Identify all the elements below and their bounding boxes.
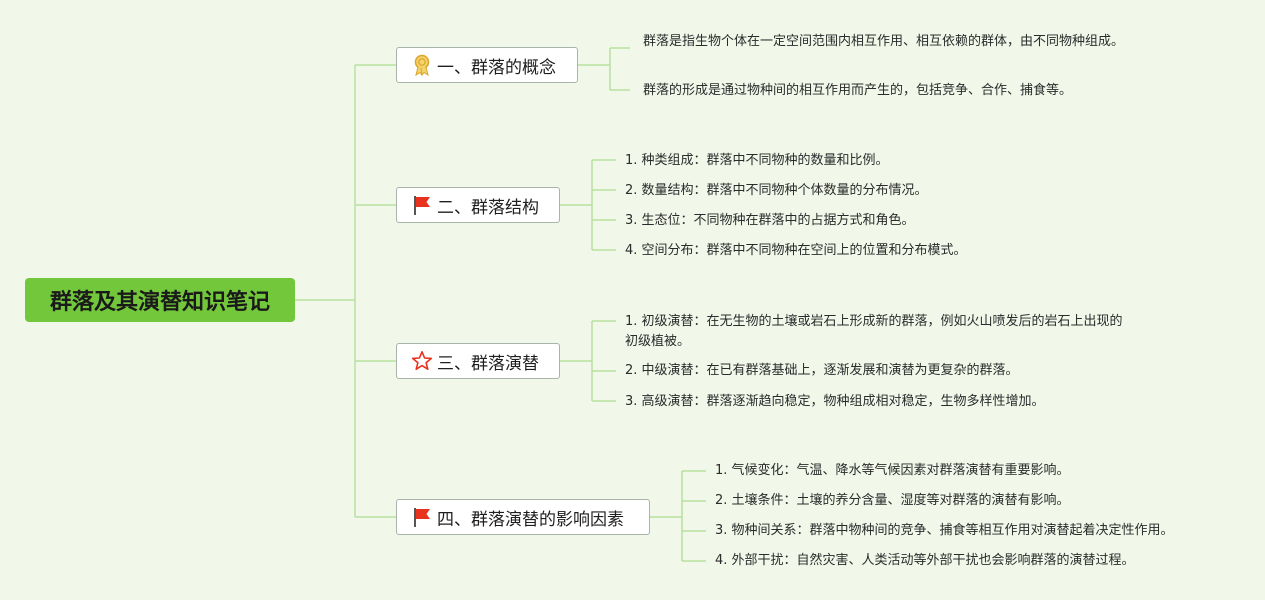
leaf-factors-4[interactable]: 4. 外部干扰：自然灾害、人类活动等外部干扰也会影响群落的演替过程。: [715, 553, 1135, 568]
branch-succession[interactable]: 三、群落演替: [396, 343, 560, 379]
leaf-structure-4[interactable]: 4. 空间分布：群落中不同物种在空间上的位置和分布模式。: [625, 243, 967, 258]
flag-icon: [411, 506, 433, 528]
leaf-factors-3[interactable]: 3. 物种间关系：群落中物种间的竞争、捕食等相互作用对演替起着决定性作用。: [715, 523, 1174, 538]
leaf-factors-1[interactable]: 1. 气候变化：气温、降水等气候因素对群落演替有重要影响。: [715, 463, 1070, 478]
branch-label: 三、群落演替: [437, 353, 539, 374]
branch-structure[interactable]: 二、群落结构: [396, 187, 560, 223]
branch-concept[interactable]: 一、群落的概念: [396, 47, 578, 83]
leaf-succession-3[interactable]: 3. 高级演替：群落逐渐趋向稳定，物种组成相对稳定，生物多样性增加。: [625, 394, 1045, 409]
branch-label: 一、群落的概念: [437, 57, 556, 78]
award-ribbon-icon: [411, 54, 433, 76]
leaf-succession-2[interactable]: 2. 中级演替：在已有群落基础上，逐渐发展和演替为更复杂的群落。: [625, 363, 1019, 378]
leaf-structure-1[interactable]: 1. 种类组成：群落中不同物种的数量和比例。: [625, 153, 889, 168]
branch-label: 二、群落结构: [437, 197, 539, 218]
leaf-succession-1[interactable]: 1. 初级演替：在无生物的土壤或岩石上形成新的群落，例如火山喷发后的岩石上出现的…: [625, 314, 1123, 349]
leaf-concept-2[interactable]: 群落的形成是通过物种间的相互作用而产生的，包括竞争、合作、捕食等。: [643, 83, 1073, 98]
leaf-structure-2[interactable]: 2. 数量结构：群落中不同物种个体数量的分布情况。: [625, 183, 928, 198]
star-icon: [411, 350, 433, 372]
root-title: 群落及其演替知识笔记: [49, 290, 270, 315]
root-topic[interactable]: 群落及其演替知识笔记: [25, 278, 295, 322]
branch-factors[interactable]: 四、群落演替的影响因素: [396, 499, 650, 535]
leaf-concept-1[interactable]: 群落是指生物个体在一定空间范围内相互作用、相互依赖的群体，由不同物种组成。: [643, 34, 1125, 49]
flag-icon: [411, 194, 433, 216]
leaf-factors-2[interactable]: 2. 土壤条件：土壤的养分含量、湿度等对群落的演替有影响。: [715, 493, 1070, 508]
branch-label: 四、群落演替的影响因素: [437, 509, 624, 530]
leaf-structure-3[interactable]: 3. 生态位：不同物种在群落中的占据方式和角色。: [625, 213, 915, 228]
